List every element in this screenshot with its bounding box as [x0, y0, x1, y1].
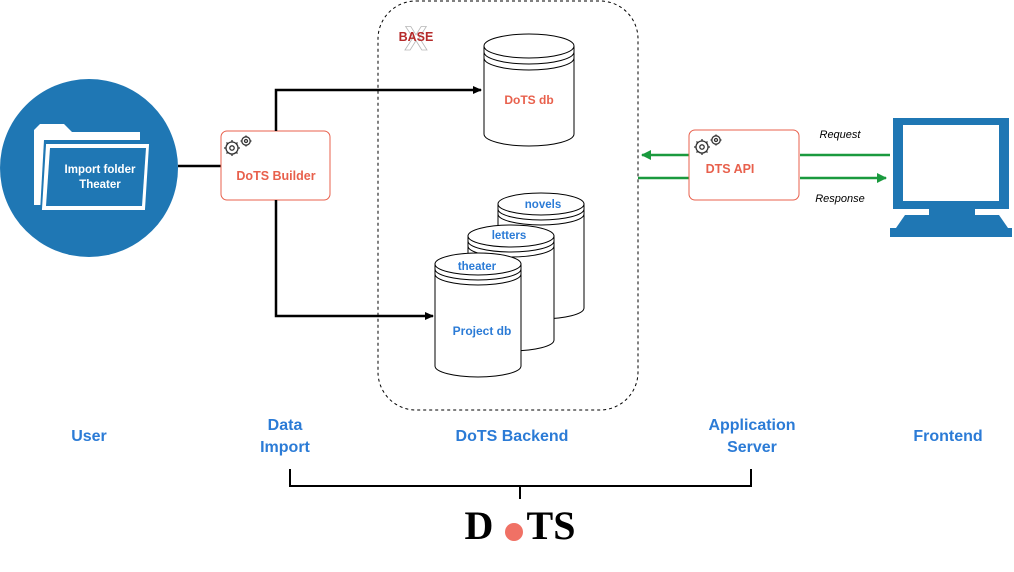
folder-label-line2: Theater	[79, 179, 121, 191]
dots-scope-bracket	[289, 469, 752, 487]
novels-label: novels	[525, 199, 561, 211]
column-label-backend: DoTS Backend	[456, 428, 569, 445]
column-label-server-line2: Server	[727, 439, 777, 456]
dots-brand-logo: D TS	[465, 503, 576, 548]
dts-api-box	[688, 129, 800, 201]
brand-d: D	[465, 503, 494, 548]
project-db-label: Project db	[453, 324, 512, 338]
request-label: Request	[820, 129, 862, 141]
brand-ts: TS	[527, 503, 576, 548]
builder-to-project-db-arrow	[274, 200, 434, 320]
basex-logo-text: BASE	[399, 30, 434, 44]
letters-label: letters	[492, 230, 527, 242]
column-label-data-line1: Data	[268, 417, 303, 434]
computer-monitor-icon	[890, 118, 1012, 237]
dots-db-label: DoTS db	[504, 93, 553, 107]
column-label-import-line2: Import	[260, 439, 310, 456]
builder-to-dots-db-arrow	[274, 86, 482, 131]
gear-icon	[694, 134, 722, 155]
dots-builder-box	[220, 130, 331, 201]
dots-backend-container	[377, 0, 639, 411]
dots-builder-label: DoTS Builder	[236, 169, 315, 183]
theater-label: theater	[458, 261, 497, 273]
svg-text:X: X	[405, 20, 428, 58]
brand-dot	[505, 523, 523, 541]
user-folder-icon	[0, 79, 178, 257]
project-db-cylinder	[434, 252, 522, 378]
dots-db-cylinder	[483, 33, 575, 147]
column-label-user: User	[71, 428, 107, 445]
gear-icon	[224, 135, 252, 156]
folder-label-line1: Import folder	[65, 164, 136, 176]
basex-logo: X BASE	[399, 20, 434, 59]
dts-api-label: DTS API	[706, 162, 755, 176]
response-label: Response	[815, 193, 865, 205]
column-label-frontend: Frontend	[913, 428, 982, 445]
column-label-application-line1: Application	[708, 417, 795, 434]
